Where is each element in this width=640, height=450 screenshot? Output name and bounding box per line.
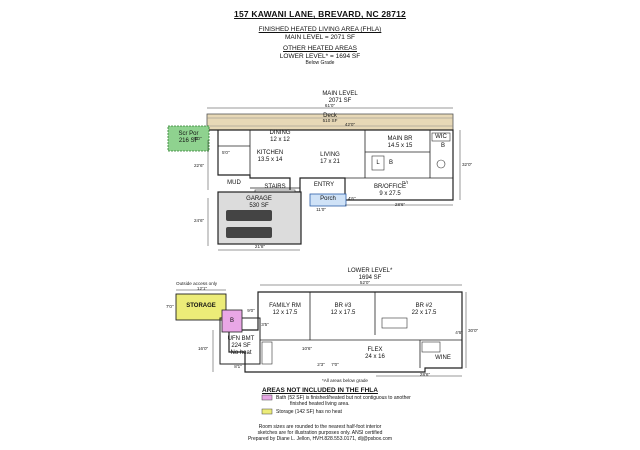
dim-lower-mid-b: 3'5" bbox=[261, 322, 269, 327]
footer-line-3: Prepared by Diane L. Jellon, HVH.828.553… bbox=[247, 436, 393, 442]
dim-left-bottom: 24'6" bbox=[194, 218, 205, 223]
br3-size: 12 x 17.5 bbox=[330, 310, 356, 316]
main-br-label: MAIN BR bbox=[387, 136, 413, 142]
living-size: 17 x 21 bbox=[320, 159, 340, 165]
main-overall-width: 61'0" bbox=[324, 103, 336, 108]
no-heat-label: No heat bbox=[230, 350, 252, 356]
lower-left-width: 12'1" bbox=[196, 286, 208, 291]
fhla-heading: FINISHED HEATED LIVING AREA (FHLA) bbox=[258, 26, 382, 33]
footer-line-1: Room sizes are rounded to the nearest ha… bbox=[258, 424, 382, 430]
property-address: 157 KAWANI LANE, BREVARD, NC 28712 bbox=[234, 9, 406, 19]
dim-lower-right-inner: 4'6" bbox=[455, 330, 463, 335]
lower-level-title: LOWER LEVEL* bbox=[347, 268, 393, 274]
dining-size: 12 x 12 bbox=[270, 137, 290, 143]
notes-heading: AREAS NOT INCLUDED IN THE FHLA bbox=[262, 387, 378, 394]
main-level-title: MAIN LEVEL bbox=[322, 91, 358, 97]
other-heated-heading: OTHER HEATED AREAS bbox=[283, 45, 357, 52]
screened-porch-area: 216 SF bbox=[178, 138, 199, 144]
lower-bath-label: B bbox=[229, 318, 234, 324]
below-grade-footnote: *All areas below grade bbox=[322, 378, 368, 383]
laundry-label: L bbox=[376, 160, 380, 166]
mud-label: MUD bbox=[227, 180, 241, 186]
dim-porch-side: 4'6" bbox=[348, 196, 356, 201]
br3-label: BR #3 bbox=[334, 303, 352, 309]
br-office-size: 9 x 27.5 bbox=[379, 191, 401, 197]
storage-note: Storage (142 SF) has no heat bbox=[276, 409, 342, 415]
storage-label: STORAGE bbox=[186, 303, 216, 309]
wic-label: WIC bbox=[435, 134, 447, 140]
dim-lower-right-side: 30'0" bbox=[468, 328, 479, 333]
lower-overall-width: 52'0" bbox=[359, 280, 371, 285]
deck-label: Deck bbox=[323, 113, 337, 119]
br2-label: BR #2 bbox=[415, 303, 433, 309]
lower-level-summary: LOWER LEVEL* = 1694 SF bbox=[279, 53, 361, 60]
bath-note-line-2: finished heated living area. bbox=[290, 401, 350, 407]
ufn-bmt-label: UFN BMT bbox=[227, 336, 255, 342]
dim-storage-side: 7'0" bbox=[166, 304, 174, 309]
screened-porch-label: Scr Por bbox=[178, 131, 199, 137]
dim-left-top: 9'0" bbox=[194, 136, 202, 141]
main-level-summary: MAIN LEVEL = 2071 SF bbox=[284, 34, 356, 41]
dim-lower-left-inner: 10'6" bbox=[301, 346, 313, 351]
deck-area: 510 SF bbox=[322, 118, 338, 123]
below-grade-note: Below Grade bbox=[305, 60, 335, 66]
lower-stairs-shape bbox=[261, 341, 273, 365]
porch-label: Porch bbox=[320, 196, 336, 202]
entry-label: ENTRY bbox=[313, 182, 335, 188]
br-office-label: BR/OFFICE bbox=[373, 184, 406, 190]
dim-kitchen-side: 5'0" bbox=[222, 150, 230, 155]
dim-lower-mid-a: 9'0" bbox=[247, 308, 255, 313]
deck-dimension: 42'0" bbox=[344, 122, 356, 127]
main-bath-label: B bbox=[440, 143, 445, 149]
outside-access-note: Outside access only bbox=[176, 281, 218, 286]
garage-area: 530 SF bbox=[249, 203, 269, 209]
kitchen-label: KITCHEN bbox=[256, 150, 284, 156]
stairs-label: STAIRS bbox=[264, 184, 286, 190]
storage-shape bbox=[175, 293, 227, 321]
family-rm-label: FAMILY RM bbox=[269, 303, 301, 309]
dim-lower-mid-c: 2'3" bbox=[317, 362, 325, 367]
living-label: LIVING bbox=[320, 152, 340, 158]
dining-label: DINING bbox=[269, 130, 291, 136]
dim-br-bottom: 28'6" bbox=[394, 202, 406, 207]
br2-size: 22 x 17.5 bbox=[411, 310, 437, 316]
front-porch-shape bbox=[309, 193, 347, 207]
dim-garage-bottom: 21'8" bbox=[254, 244, 266, 249]
screened-porch-shape bbox=[167, 125, 210, 152]
dim-lower-bottom-left: 8'1" bbox=[234, 364, 242, 369]
lower-bath-shape bbox=[221, 309, 243, 333]
dim-lower-left-side: 16'0" bbox=[198, 346, 209, 351]
dim-left-mid: 22'6" bbox=[194, 163, 205, 168]
dim-entry-bottom: 11'0" bbox=[316, 207, 326, 212]
half-bath-label: B bbox=[388, 160, 393, 166]
footer-line-2: sketches are for illustration purposes o… bbox=[257, 430, 383, 436]
dim-lower-bottom-right: 28'6" bbox=[419, 372, 431, 377]
di-label: D/I bbox=[402, 180, 408, 185]
dim-right-side: 32'0" bbox=[462, 162, 473, 167]
wine-label: WINE bbox=[435, 355, 451, 361]
main-br-size: 14.5 x 15 bbox=[387, 143, 413, 149]
garage-label: GARAGE bbox=[246, 196, 272, 202]
flex-label: FLEX bbox=[367, 347, 383, 353]
lower-level-area: 1694 SF bbox=[358, 275, 382, 281]
dim-lower-mid-d: 7'0" bbox=[331, 362, 339, 367]
flex-size: 24 x 16 bbox=[365, 354, 385, 360]
ufn-bmt-area: 224 SF bbox=[231, 343, 251, 349]
family-rm-size: 12 x 17.5 bbox=[272, 310, 298, 316]
kitchen-size: 13.5 x 14 bbox=[257, 157, 283, 163]
main-level-area: 2071 SF bbox=[328, 98, 352, 104]
bath-note-line-1: Bath (52 SF) is finished/heated but not … bbox=[276, 395, 411, 401]
